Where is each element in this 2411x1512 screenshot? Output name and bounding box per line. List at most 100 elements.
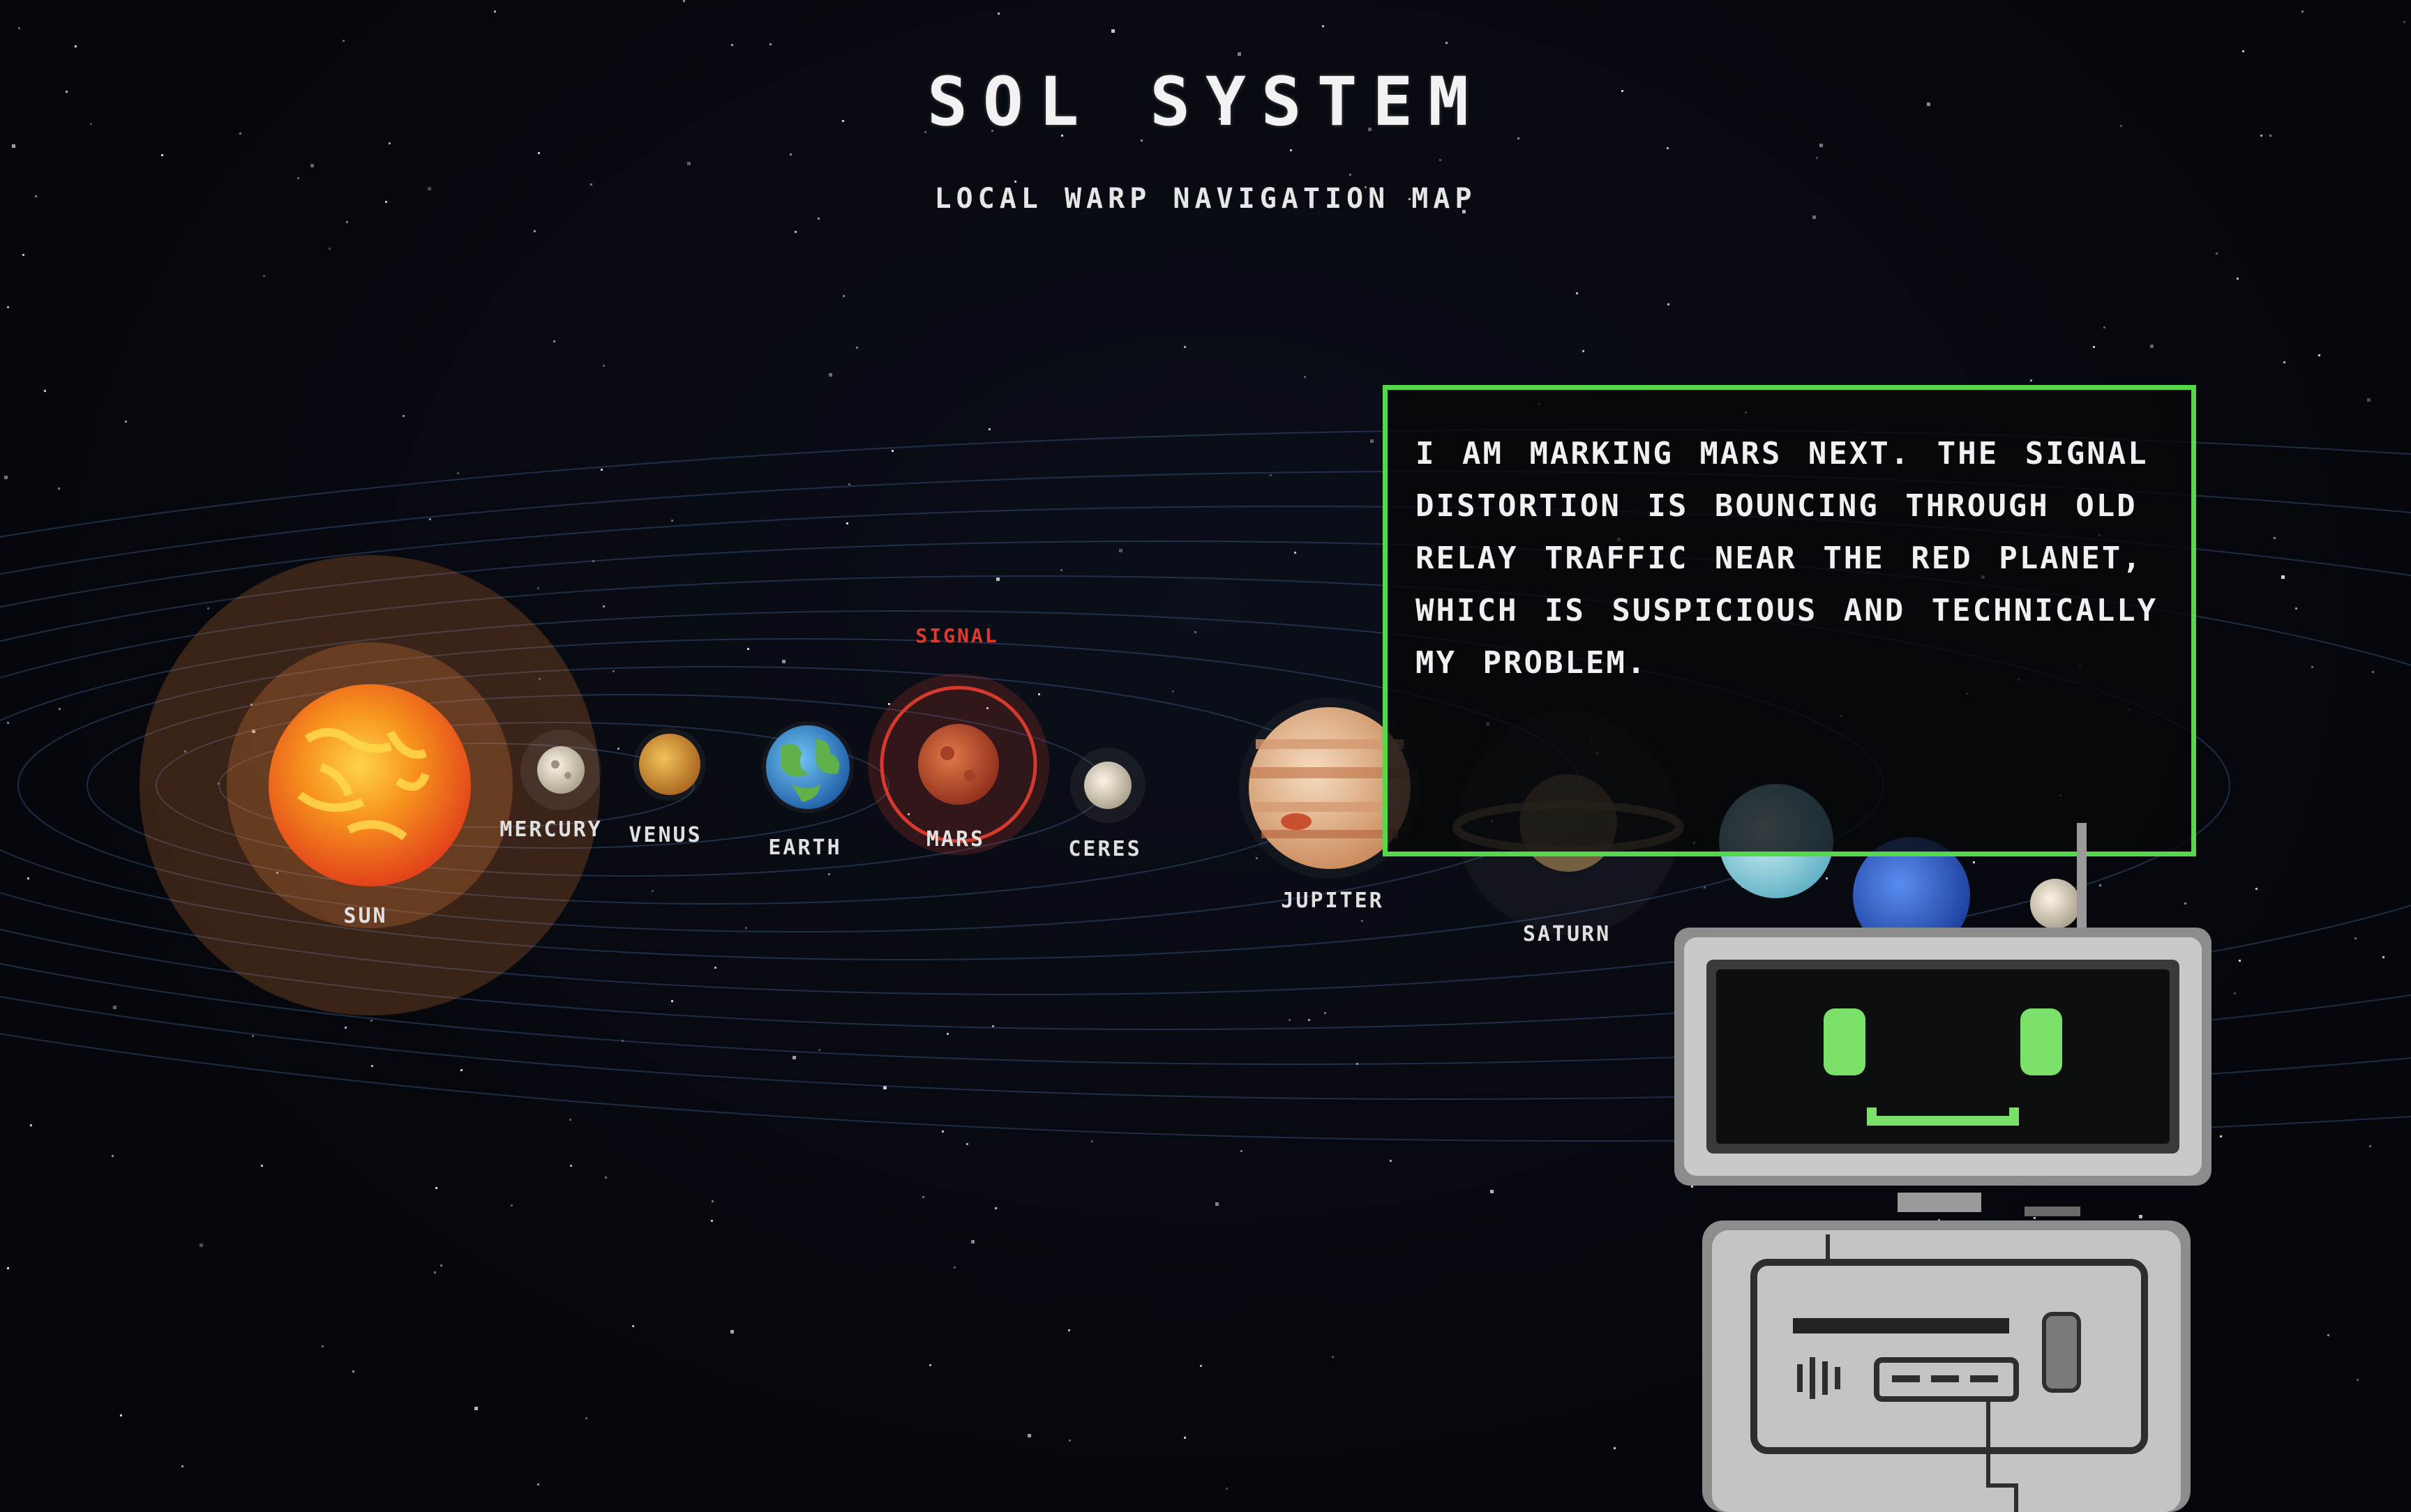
star [1068, 1329, 1070, 1331]
star [617, 748, 619, 750]
star [793, 1056, 796, 1059]
star [947, 1033, 949, 1035]
jupiter-planet[interactable] [1239, 697, 1420, 879]
star [795, 231, 797, 233]
sun-planet[interactable] [140, 555, 600, 1015]
star [1332, 1356, 1334, 1358]
star [1462, 210, 1466, 213]
star [322, 1345, 324, 1347]
star [4, 476, 8, 479]
star [429, 518, 431, 520]
star [924, 131, 926, 133]
star [435, 1187, 437, 1189]
star [112, 1155, 114, 1157]
star [1582, 350, 1584, 352]
mars-planet[interactable] [868, 674, 1049, 855]
star [1289, 1019, 1291, 1021]
star [2311, 666, 2313, 668]
star [1119, 549, 1122, 552]
star [1270, 474, 1272, 476]
star [1069, 1439, 1071, 1442]
star [1439, 159, 1441, 161]
star [1370, 439, 1374, 443]
star [385, 201, 387, 203]
star [613, 670, 615, 672]
star [403, 415, 405, 417]
star [995, 1207, 997, 1209]
earth-planet[interactable] [762, 721, 854, 813]
star [2369, 1145, 2371, 1147]
robot-smile [1867, 1107, 2019, 1126]
robot-companion[interactable] [1667, 823, 2225, 1512]
star [7, 306, 9, 308]
star [730, 1330, 734, 1333]
star [261, 1165, 263, 1167]
star [954, 1267, 956, 1269]
neptune-planet[interactable] [1853, 837, 1970, 954]
star [389, 142, 391, 144]
star [1445, 42, 1448, 44]
star [1517, 137, 1519, 139]
star [18, 27, 20, 29]
star [892, 450, 894, 452]
signal-label: SIGNAL [915, 624, 999, 647]
robot-right-eye [2020, 1008, 2062, 1075]
star [494, 10, 496, 13]
star [942, 1131, 944, 1133]
star [1667, 147, 1669, 149]
robot-head [1674, 928, 2211, 1186]
star [2099, 884, 2101, 886]
jupiter-label: JUPITER [1281, 889, 1384, 913]
star [428, 187, 431, 190]
star [605, 1177, 607, 1179]
star [252, 729, 255, 733]
star [1061, 135, 1063, 137]
star [569, 1119, 571, 1121]
star [687, 162, 691, 165]
star [1667, 303, 1669, 305]
star [1390, 1160, 1392, 1162]
star [207, 607, 209, 610]
star [537, 1483, 539, 1485]
star [2295, 607, 2297, 610]
star [1226, 1488, 1228, 1490]
star [1200, 1365, 1202, 1367]
star [1184, 1437, 1186, 1439]
star [1812, 216, 1816, 219]
star [2120, 125, 2122, 127]
star [829, 373, 832, 377]
star [1172, 690, 1174, 693]
star [252, 1035, 254, 1037]
star [966, 1143, 968, 1145]
pluto-planet[interactable] [2030, 879, 2080, 929]
star [1238, 52, 1241, 56]
robot-dialog-box[interactable]: I AM MARKING MARS NEXT. THE SIGNAL DISTO… [1383, 385, 2196, 856]
star [622, 1040, 624, 1042]
orbit-ring [218, 722, 889, 849]
star [1973, 861, 1975, 863]
star [1028, 1434, 1031, 1437]
star [343, 40, 345, 42]
star [352, 1370, 354, 1373]
star [601, 469, 603, 471]
star [1184, 346, 1186, 348]
star [2255, 888, 2258, 890]
star [1014, 181, 1016, 183]
star [989, 428, 991, 430]
star [474, 1407, 478, 1410]
star [2034, 1217, 2036, 1219]
star [828, 873, 830, 875]
star [908, 813, 910, 815]
ceres-label: CERES [1068, 837, 1142, 861]
star [843, 295, 845, 297]
ceres-planet[interactable] [1070, 748, 1146, 823]
venus-planet[interactable] [633, 728, 706, 801]
page-subtitle: LOCAL WARP NAVIGATION MAP [934, 183, 1477, 215]
star [2382, 956, 2384, 958]
star [2283, 361, 2285, 363]
star [239, 133, 241, 135]
star [120, 1414, 122, 1416]
mercury-planet[interactable] [520, 729, 601, 810]
star [370, 1020, 373, 1022]
